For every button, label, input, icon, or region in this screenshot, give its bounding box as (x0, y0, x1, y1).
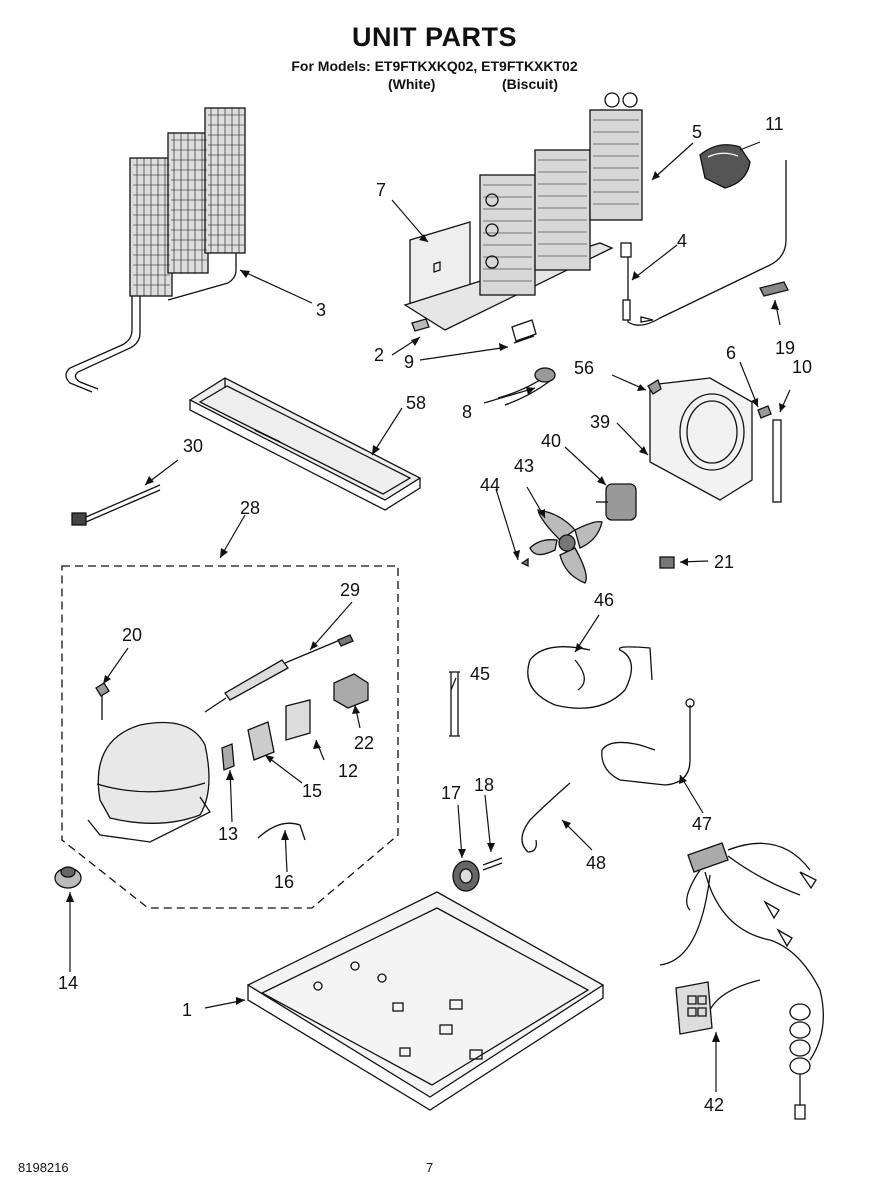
callout-21: 21 (714, 552, 734, 572)
callout-9: 9 (404, 352, 414, 372)
callout-47: 47 (692, 814, 712, 834)
cable-tie-illustration (71, 484, 161, 526)
base-frame-illustration (246, 891, 605, 1111)
fan-motor-illustration (520, 483, 637, 584)
callout-13: 13 (218, 824, 238, 844)
callout-28: 28 (240, 498, 260, 518)
callout-58: 58 (406, 393, 426, 413)
relay-21-illustration (659, 556, 675, 569)
callout-45: 45 (470, 664, 490, 684)
callout-6: 6 (726, 343, 736, 363)
callout-19: 19 (775, 338, 795, 358)
callout-17: 17 (441, 783, 461, 803)
tubing-illustration (521, 646, 695, 853)
document-number: 8198216 (18, 1160, 69, 1175)
arrow-heads (66, 171, 786, 1042)
callout-39: 39 (590, 412, 610, 432)
callout-30: 30 (183, 436, 203, 456)
callout-18: 18 (474, 775, 494, 795)
callout-40: 40 (541, 431, 561, 451)
callout-11: 11 (765, 114, 784, 134)
callout-29: 29 (340, 580, 360, 600)
grommet-illustration (497, 367, 556, 406)
page-title: UNIT PARTS (352, 22, 517, 52)
fan-shroud-illustration (640, 316, 782, 503)
wire-harness-illustration (659, 842, 824, 1120)
drain-pan-illustration (188, 377, 422, 511)
callout-8: 8 (462, 402, 472, 422)
callout-44: 44 (480, 475, 500, 495)
callout-46: 46 (594, 590, 614, 610)
condenser-coil-illustration (65, 107, 246, 393)
page-number: 7 (426, 1160, 434, 1175)
callout-2: 2 (374, 345, 384, 365)
callout-15: 15 (302, 781, 322, 801)
compressor-group-outline (61, 565, 399, 909)
color-biscuit-label: (Biscuit) (502, 76, 558, 92)
roller-illustration (452, 857, 503, 892)
callout-42: 42 (704, 1095, 724, 1115)
evaporator-illustration (403, 92, 643, 344)
callout-48: 48 (586, 853, 606, 873)
compressor-illustration (87, 634, 369, 843)
callout-56: 56 (574, 358, 594, 378)
callout-22: 22 (354, 733, 374, 753)
callout-12: 12 (338, 761, 358, 781)
color-white-label: (White) (388, 76, 436, 92)
callout-16: 16 (274, 872, 294, 892)
callout-3: 3 (316, 300, 326, 320)
pin-45-illustration (449, 671, 460, 737)
callout-4: 4 (677, 231, 687, 251)
callout-1: 1 (182, 1000, 192, 1020)
models-line: For Models: ET9FTKXKQ02, ET9FTKXKT02 (291, 58, 578, 74)
callout-labels: 1 2 3 4 5 6 7 8 9 10 11 12 13 14 15 16 1… (58, 114, 812, 1115)
callout-20: 20 (122, 625, 142, 645)
callout-7: 7 (376, 180, 386, 200)
callout-14: 14 (58, 973, 78, 993)
callout-10: 10 (792, 357, 812, 377)
grommet-14-illustration (54, 866, 82, 889)
callout-5: 5 (692, 122, 702, 142)
thermostat-illustration (620, 144, 789, 326)
callout-43: 43 (514, 456, 534, 476)
